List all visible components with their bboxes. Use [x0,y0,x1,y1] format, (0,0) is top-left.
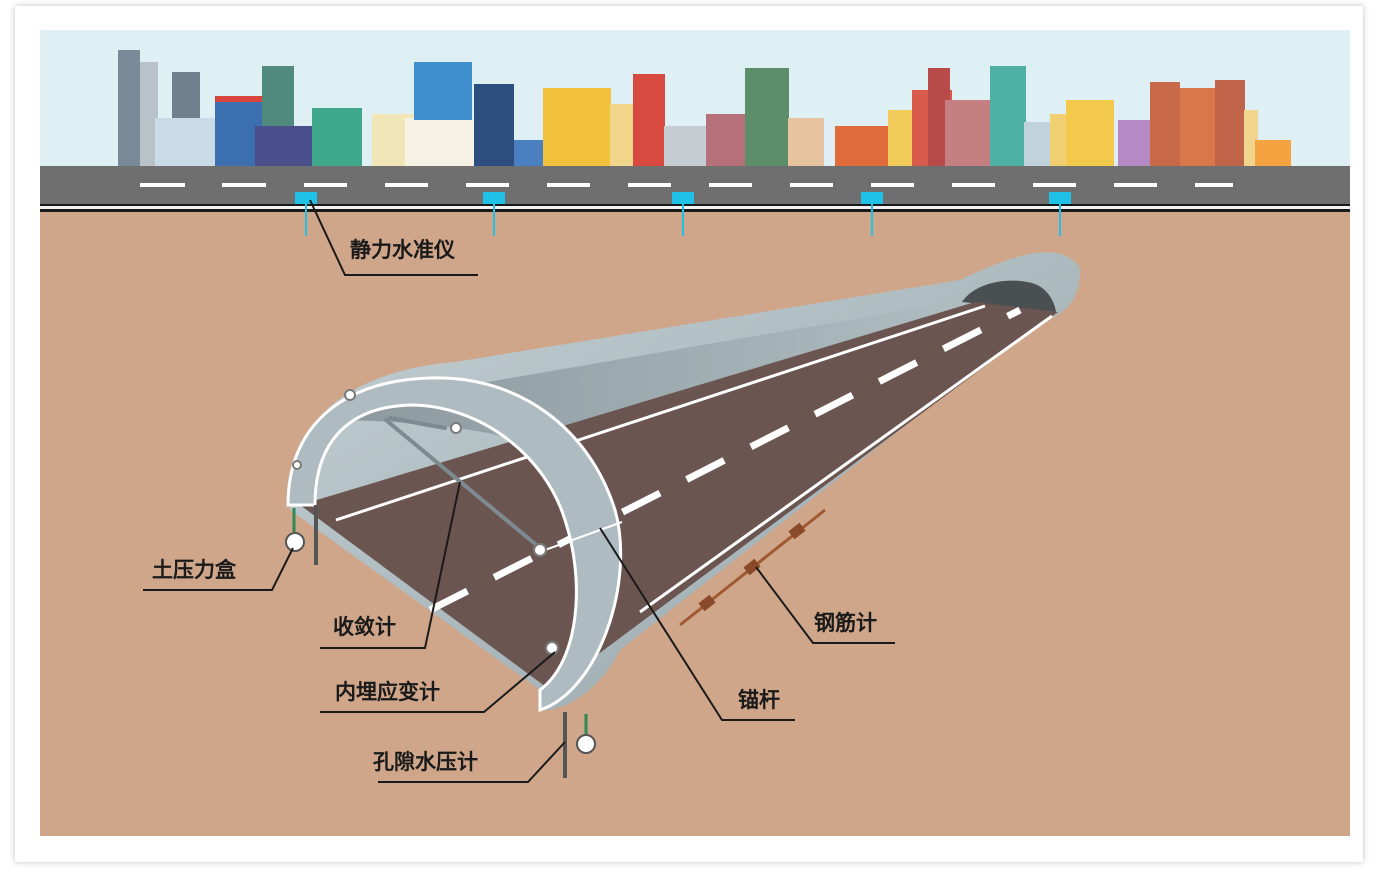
earth-pressure-cell [285,505,318,565]
piezometer [563,712,596,778]
arch-measuring-points [292,389,559,655]
tunnel [286,252,1081,713]
leader-lines [143,199,895,783]
anchor-bolt-rod [544,521,623,551]
label-piezometer: 孔隙水压计 [373,750,478,774]
label-earth-pressure-cell: 土压力盒 [152,558,236,582]
convergence-meter [384,416,542,550]
label-embedded-strain-gauge: 内埋应变计 [335,680,440,704]
label-rebar-meter: 钢筋计 [814,611,877,635]
rebar-meter [679,508,826,627]
label-static-level-gauge: 静力水准仪 [350,238,455,262]
label-anchor-bolt: 锚杆 [738,688,780,712]
label-convergence-meter: 收敛计 [333,615,396,639]
city-skyline [118,50,1291,168]
